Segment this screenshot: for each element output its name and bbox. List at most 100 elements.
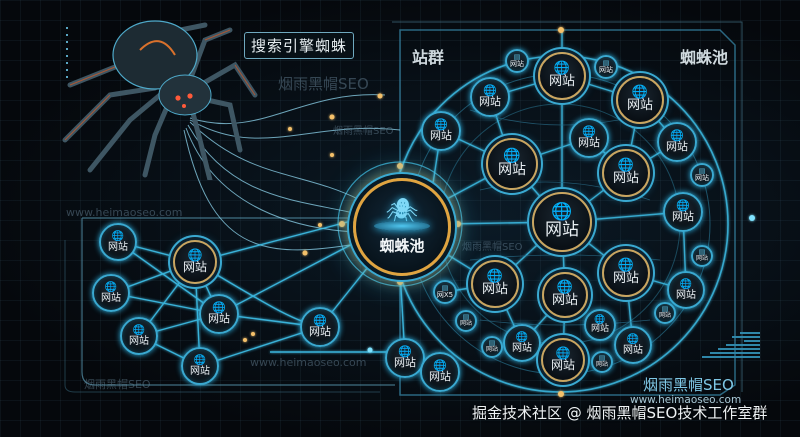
website-node[interactable]: ▤网站 xyxy=(690,163,714,187)
watermark-brand: 烟雨黑帽SEO xyxy=(84,378,151,391)
brand-url: www.heimaoseo.com xyxy=(630,394,742,406)
website-node-label: 网站 xyxy=(108,241,128,253)
website-node[interactable]: 🌐网站 xyxy=(470,77,510,117)
globe-server-icon: 🌐 xyxy=(132,324,146,336)
website-node[interactable]: ▤网站 xyxy=(591,351,613,373)
website-node-label: 网站 xyxy=(479,95,501,109)
globe-server-icon: 🌐 xyxy=(515,331,529,343)
website-node[interactable]: ▤网站 xyxy=(594,55,618,79)
website-node-label: 网站 xyxy=(612,171,639,187)
website-node[interactable]: ▤网站 xyxy=(481,336,503,358)
server-icon: ▤ xyxy=(698,166,706,175)
website-node-label: 网站 xyxy=(551,293,578,309)
website-node[interactable]: 🌐网站 xyxy=(92,274,130,312)
website-node[interactable]: 🌐网站 xyxy=(602,149,650,197)
website-node[interactable]: 🌐网站 xyxy=(486,138,538,190)
website-node[interactable]: 🌐网站 xyxy=(538,52,586,100)
website-node-label: 网站 xyxy=(672,210,694,224)
watermark-brand: 烟雨黑帽SEO xyxy=(278,75,369,93)
website-node[interactable]: 🌐网站 xyxy=(663,192,703,232)
pool-icon xyxy=(374,220,430,231)
website-node[interactable]: 🌐网站 xyxy=(532,192,592,252)
website-node[interactable]: 🌐网站 xyxy=(542,272,588,318)
website-node[interactable]: ▤网站 xyxy=(654,302,676,324)
server-icon: ▤ xyxy=(602,58,610,67)
watermark-url: www.heimaoseo.com xyxy=(250,356,367,369)
website-node[interactable]: 🌐网站 xyxy=(173,240,217,284)
website-node-label: 网站 xyxy=(626,98,653,114)
website-node[interactable]: 🌐网站 xyxy=(602,249,650,297)
globe-server-icon: 🌐 xyxy=(187,248,203,263)
website-node[interactable]: 🌐网站 xyxy=(199,294,239,334)
website-node-label: 网站 xyxy=(548,74,575,90)
globe-server-icon: 🌐 xyxy=(551,202,573,223)
decorative-bar-chart xyxy=(700,330,760,366)
globe-server-icon: 🌐 xyxy=(434,118,448,132)
website-node-label: 网站 xyxy=(485,346,498,354)
website-node[interactable]: 🌐网站 xyxy=(181,347,219,385)
globe-server-icon: 🌐 xyxy=(111,230,125,242)
globe-server-icon: 🌐 xyxy=(670,129,684,143)
website-node[interactable]: 🌐网站 xyxy=(120,317,158,355)
website-node[interactable]: 🌐网站 xyxy=(667,271,705,309)
website-node-label: 网站 xyxy=(666,140,688,154)
website-node[interactable]: 🌐网站 xyxy=(99,223,137,261)
website-node[interactable]: ▤网站 xyxy=(691,245,713,267)
website-node[interactable]: 🌐网站 xyxy=(541,338,585,382)
website-node-label: 网站 xyxy=(676,289,696,301)
website-node-label: 网站 xyxy=(459,320,472,328)
watermark-brand: 烟雨黑帽SEO xyxy=(462,242,523,253)
website-node-label: 网站 xyxy=(695,173,709,182)
website-node[interactable]: 🌐网站 xyxy=(503,324,541,362)
website-node[interactable]: 🌐网站 xyxy=(421,111,461,151)
globe-server-icon: 🌐 xyxy=(582,125,596,139)
website-node[interactable]: 🌐网站 xyxy=(385,338,425,378)
spider-pool-title: 蜘蛛池 xyxy=(680,48,729,67)
website-node-label: 网站 xyxy=(612,271,639,287)
website-node[interactable]: ▤网站 xyxy=(505,49,529,73)
globe-server-icon: 🌐 xyxy=(679,278,693,290)
globe-server-icon: 🌐 xyxy=(398,345,412,359)
website-node[interactable]: ▤网站 xyxy=(455,310,477,332)
brand-name: 烟雨黑帽SEO xyxy=(643,376,734,394)
server-icon: ▤ xyxy=(441,283,449,292)
website-node-label: 网站 xyxy=(208,312,230,326)
globe-server-icon: 🌐 xyxy=(553,61,571,77)
globe-server-icon: 🌐 xyxy=(313,314,327,328)
globe-server-icon: 🌐 xyxy=(626,333,640,345)
website-node[interactable]: 🌐网站 xyxy=(420,352,460,392)
website-node-label: 网站 xyxy=(190,365,210,377)
server-icon: ▤ xyxy=(462,313,470,322)
website-node[interactable]: 🌐网站 xyxy=(616,76,664,124)
website-node-label: 网站 xyxy=(658,312,671,320)
website-node[interactable]: 🌐网站 xyxy=(584,309,616,341)
website-node[interactable]: ▤网X5 xyxy=(433,280,457,304)
server-icon: ▤ xyxy=(513,52,521,61)
spider-pool-hub[interactable]: 🕷 蜘蛛池 xyxy=(353,178,451,276)
website-node[interactable]: 🌐网站 xyxy=(614,326,652,364)
globe-server-icon: 🌐 xyxy=(676,199,690,213)
website-node-label: 网站 xyxy=(309,325,331,339)
website-node-label: 网站 xyxy=(498,162,526,179)
server-icon: ▤ xyxy=(598,354,606,363)
website-node[interactable]: 🌐网站 xyxy=(300,307,340,347)
globe-server-icon: 🌐 xyxy=(104,281,118,293)
globe-server-icon: 🌐 xyxy=(617,258,635,274)
website-node[interactable]: 🌐网站 xyxy=(569,118,609,158)
website-node-label: 网站 xyxy=(510,59,524,68)
globe-server-icon: 🌐 xyxy=(483,84,497,98)
website-node[interactable]: 🌐网站 xyxy=(657,122,697,162)
website-node-label: 网X5 xyxy=(436,290,454,299)
website-node[interactable]: 🌐网站 xyxy=(471,260,519,308)
watermark-brand: 烟雨黑帽SEO xyxy=(333,126,394,137)
website-node-label: 网站 xyxy=(545,220,579,241)
website-node-label: 网站 xyxy=(590,323,609,334)
search-engine-spider-label: 搜索引擎蜘蛛 xyxy=(244,32,355,59)
website-node-label: 网站 xyxy=(550,358,575,373)
globe-server-icon: 🌐 xyxy=(212,301,226,315)
globe-server-icon: 🌐 xyxy=(433,359,447,373)
website-node-label: 网站 xyxy=(129,335,149,347)
website-node-label: 网站 xyxy=(101,292,121,304)
website-node-label: 网站 xyxy=(578,136,600,150)
